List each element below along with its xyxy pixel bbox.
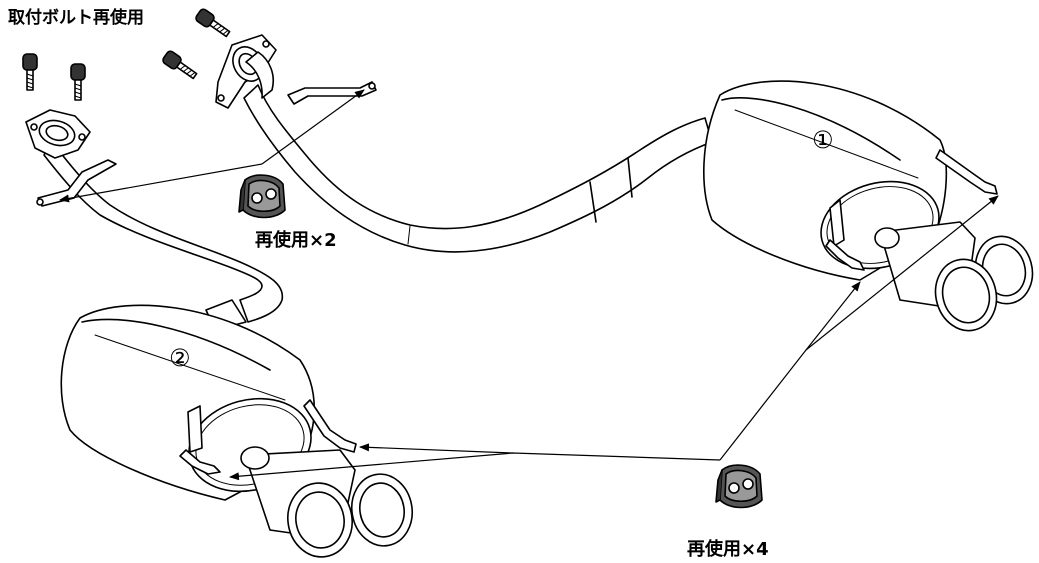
left-flange (25, 109, 91, 159)
muffler-1 (703, 80, 1034, 332)
bolt-icon (195, 8, 231, 38)
bolt-icon (22, 53, 38, 91)
part-number-2: ② (169, 344, 191, 372)
hanger-rubber-icon (715, 464, 763, 509)
muffler-2 (60, 304, 413, 558)
main-pipe (243, 84, 713, 253)
leader-line (719, 281, 861, 461)
reuse-x4-label: 再使用×4 (687, 539, 769, 560)
bolt-icon (162, 50, 198, 80)
bolt-icon (70, 63, 86, 101)
leader-line (59, 163, 263, 203)
leader-line (359, 443, 514, 454)
left-pipe (43, 141, 284, 331)
hanger-rod-left (36, 159, 117, 207)
hanger-rod-upper (287, 81, 377, 105)
right-flange (215, 34, 277, 109)
hanger-rubber-icon (238, 174, 286, 219)
part-number-1: ① (812, 126, 834, 154)
leader-line (805, 195, 999, 351)
reuse-x2-label: 再使用×2 (255, 230, 337, 251)
leader-line (261, 89, 365, 165)
mounting-bolts-label: 取付ボルト再使用 (8, 8, 144, 28)
